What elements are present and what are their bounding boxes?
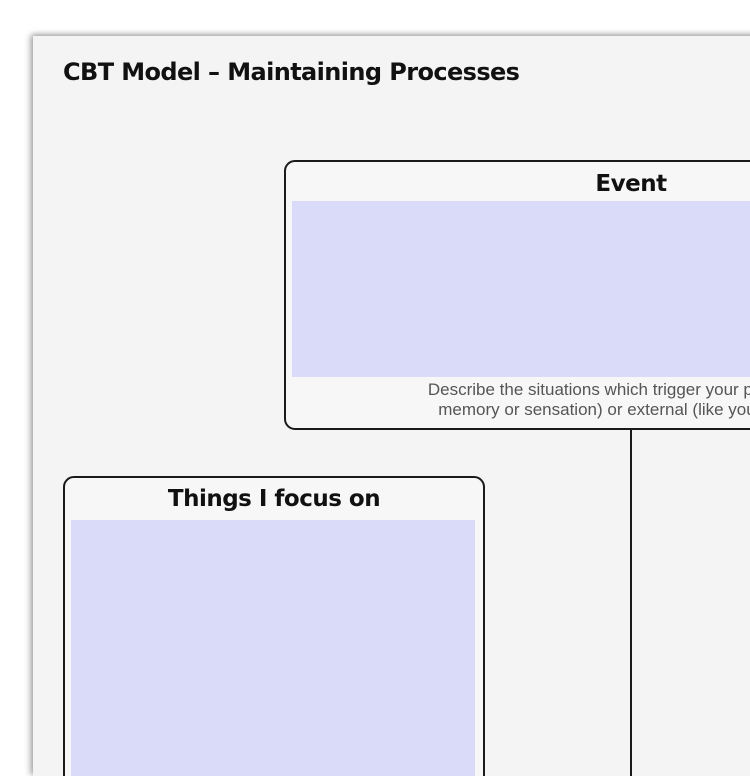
- event-box: Event Describe the situations which trig…: [284, 160, 750, 430]
- event-hint-line-1: Describe the situations which trigger yo…: [427, 380, 750, 399]
- connector-line: [630, 428, 632, 776]
- focus-box-title: Things I focus on: [167, 486, 381, 512]
- focus-input-area[interactable]: [71, 520, 475, 776]
- worksheet-page: CBT Model – Maintaining Processes Event …: [33, 36, 750, 776]
- focus-box: Things I focus on: [63, 476, 485, 776]
- event-box-title: Event: [595, 171, 667, 197]
- event-input-area[interactable]: [292, 201, 750, 377]
- event-hint-line-2: memory or sensation) or external (like y…: [438, 400, 750, 419]
- page-title: CBT Model – Maintaining Processes: [63, 58, 520, 86]
